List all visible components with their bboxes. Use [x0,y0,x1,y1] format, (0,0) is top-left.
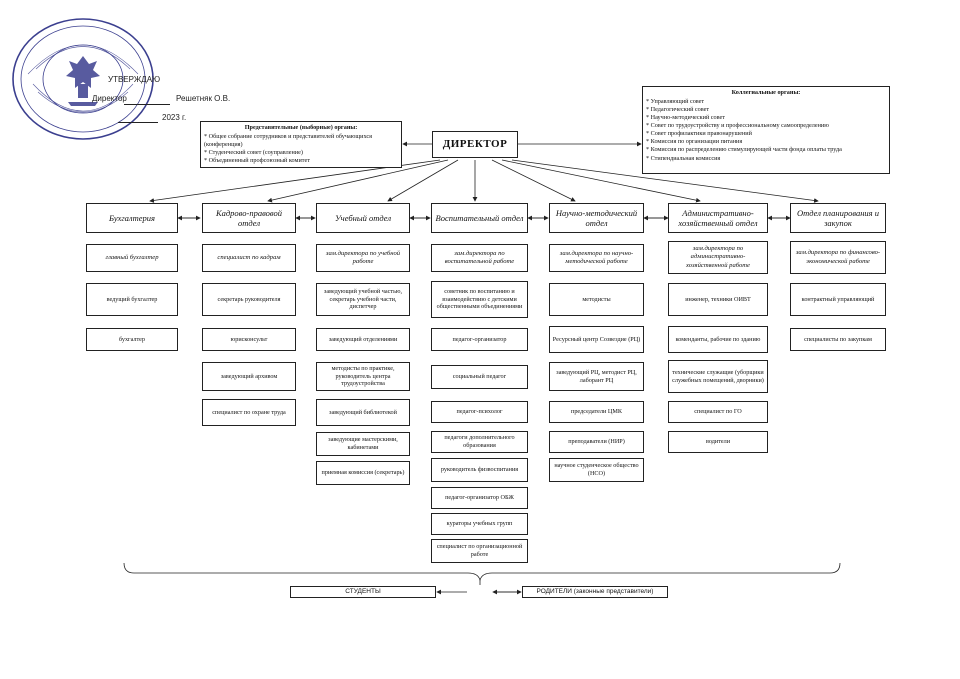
staff-box: специалисты по закупкам [790,328,886,351]
staff-box: социальный педагог [431,365,528,389]
dept-title-accounting: Бухгалтерия [86,203,178,233]
students-box: СТУДЕНТЫ [290,586,436,598]
staff-box: кураторы учебных групп [431,513,528,535]
collegial-bodies-panel: Коллегиальные органы: Управляющий совет … [642,86,890,174]
approval-name: Решетняк О.В. [176,94,231,103]
staff-box: методисты по практике, руководитель цент… [316,362,410,391]
dept-title-academic: Учебный отдел [316,203,410,233]
staff-box: специалист по охране труда [202,399,296,426]
date-line [118,122,158,123]
staff-box: приемная комиссия (секретарь) [316,461,410,485]
staff-box: специалист по ГО [668,401,768,423]
staff-box: Ресурсный центр Созвездие (РЦ) [549,326,644,353]
staff-box: педагог-организатор ОБЖ [431,487,528,509]
signature-line [124,104,170,105]
staff-box: заведующий РЦ, методист РЦ, лаборант РЦ [549,362,644,391]
dept-title-educational: Воспитательный отдел [431,203,528,233]
staff-box: преподаватели (НИР) [549,431,644,453]
staff-box: заведующий библиотекой [316,399,410,426]
representative-body-item: Объединенный профсоюзный комитет [204,157,398,165]
staff-box: инженер, техники ОИВТ [668,283,768,316]
collegial-bodies-title: Коллегиальные органы: [731,89,801,96]
staff-box: коменданты, рабочие по зданию [668,326,768,353]
staff-box: советник по воспитанию и взаимодействию … [431,281,528,318]
staff-box: бухгалтер [86,328,178,351]
representative-bodies-panel: Представительные (выборные) органы: Обще… [200,121,402,168]
representative-bodies-title: Представительные (выборные) органы: [244,124,358,131]
collegial-body-item: Совет профилактики правонарушений [646,130,886,138]
staff-box: заведующие мастерскими, кабинетами [316,432,410,456]
dept-title-admin: Административно-хозяйственный отдел [668,203,768,233]
staff-box: ведущий бухгалтер [86,283,178,316]
approval-year: 2023 г. [162,113,187,122]
staff-box: заведующий учебной частью, секретарь уче… [316,283,410,316]
representative-body-item: Студенческий совет (соуправление) [204,149,398,157]
staff-box: научное студенческое общество (НСО) [549,458,644,482]
seal-stamp-icon [12,18,154,140]
collegial-body-item: Научно-методический совет [646,114,886,122]
staff-box: специалист по организационной работе [431,539,528,563]
dept-head-educational: зам.директора по воспитательной работе [431,244,528,272]
dept-head-procurement: зам.директора по финансово-экономической… [790,241,886,274]
approval-heading: УТВЕРЖДАЮ [108,75,161,84]
staff-box: водители [668,431,768,453]
staff-box: технические служащие (уборщики служебных… [668,360,768,393]
collegial-body-item: Комиссия по организации питания [646,138,886,146]
director-box: ДИРЕКТОР [432,131,518,158]
staff-box: заведующий отделениями [316,328,410,351]
staff-box: контрактный управляющий [790,283,886,316]
dept-head-academic: зам.директора по учебной работе [316,244,410,272]
staff-box: заведующий архивом [202,362,296,391]
dept-head-accounting: главный бухгалтер [86,244,178,272]
collegial-body-item: Совет по трудоустройству и профессиональ… [646,122,886,130]
collegial-body-item: Педагогический совет [646,106,886,114]
staff-box: педагог-психолог [431,401,528,423]
collegial-body-item: Комиссия по распределению стимулирующей … [646,146,886,154]
dept-head-methodical: зам.директора по научно-методической раб… [549,244,644,272]
representative-body-item: Общее собрание сотрудников и представите… [204,133,398,149]
dept-title-hr-legal: Кадрово-правовой отдел [202,203,296,233]
staff-box: юрисконсульт [202,328,296,351]
staff-box: секретарь руководителя [202,283,296,316]
dept-title-procurement: Отдел планирования и закупок [790,203,886,233]
dept-title-methodical: Научно-методический отдел [549,203,644,233]
approval-role: Директор [92,94,127,103]
dept-head-admin: зам.директора по административно-хозяйст… [668,241,768,274]
staff-box: педагоги дополнительного образования [431,431,528,453]
staff-box: методисты [549,283,644,316]
staff-box: руководитель физвоспитания [431,458,528,482]
parents-box: РОДИТЕЛИ (законные представители) [522,586,668,598]
collegial-body-item: Стипендиальная комиссия [646,155,886,163]
staff-box: председатели ЦМК [549,401,644,423]
dept-head-hr-legal: специалист по кадрам [202,244,296,272]
collegial-body-item: Управляющий совет [646,98,886,106]
staff-box: педагог-организатор [431,328,528,351]
